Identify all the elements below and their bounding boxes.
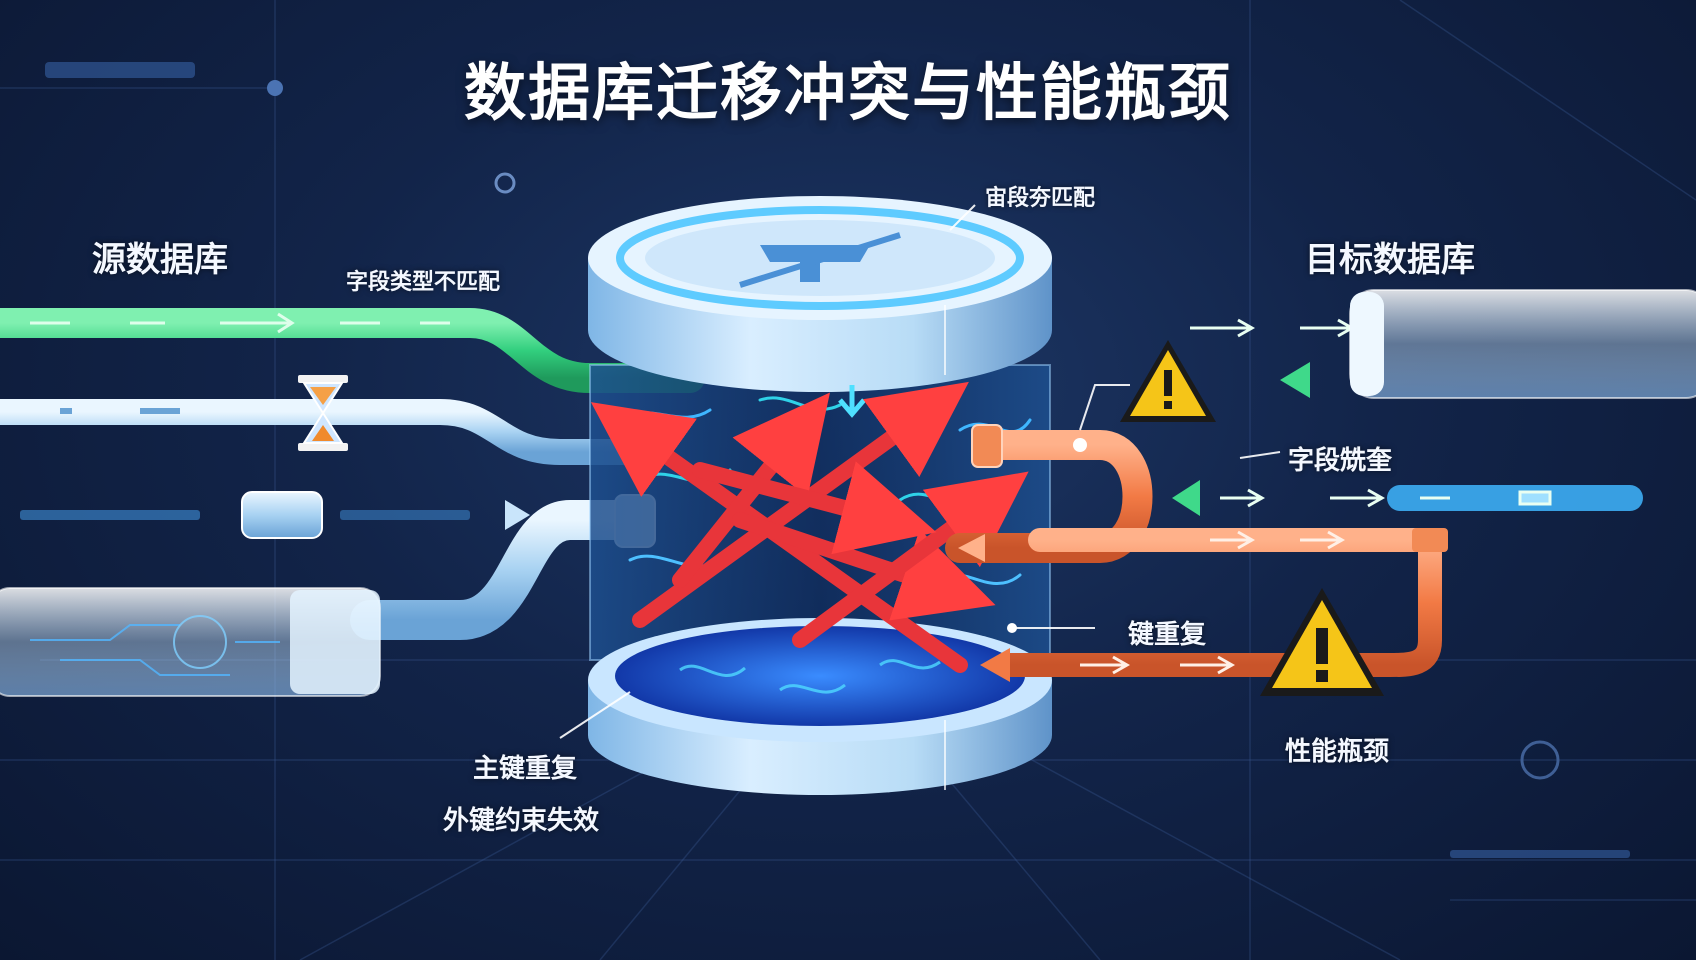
white-source-pipe-1 — [0, 399, 653, 465]
leader-lines — [559, 204, 1281, 739]
glass-tube-right-cap — [1350, 292, 1384, 396]
pipe-stripe — [140, 408, 180, 414]
mid-pipe-arrows — [1220, 488, 1552, 508]
grid-node — [494, 172, 516, 194]
green-return-arrow-icon — [1280, 362, 1310, 398]
circuit-pattern — [30, 615, 280, 676]
elbow-pipe — [350, 500, 650, 640]
target-db-label: 目标数据库 — [1305, 240, 1475, 280]
deco-bar — [45, 62, 195, 78]
green-left-arrow-icon — [1172, 480, 1200, 516]
grid-node — [1520, 740, 1560, 780]
orange-left-arrow-icon — [980, 648, 1010, 682]
pipe-stripe — [60, 408, 72, 414]
source-db-label: 源数据库 — [92, 240, 228, 280]
orange-pipe-flange — [971, 424, 1003, 468]
leader-dot — [1073, 438, 1087, 452]
key-duplicate-label: 键重复 — [1128, 620, 1207, 650]
pipe-coupling — [241, 491, 323, 539]
foreign-key-failure-label: 外键约束失效 — [443, 806, 600, 836]
orange-pipe-cap — [1412, 528, 1448, 552]
green-pipe-arrows — [30, 312, 450, 334]
green-source-pipe — [0, 308, 705, 393]
orange-left-arrow-icon — [958, 534, 985, 562]
down-arrow-icon — [838, 385, 866, 418]
hourglass-icon — [298, 375, 348, 451]
leader-dot — [1007, 623, 1017, 633]
top-conflict-label: 宙段夯匹配 — [985, 186, 1096, 211]
orange-pipe-arrows — [1080, 530, 1346, 675]
glass-tube-cap — [290, 590, 380, 694]
field-right-label: 字段兟奎 — [1288, 446, 1393, 476]
field-type-mismatch-label: 字段类型不匹配 — [346, 270, 501, 295]
pipe-stripe — [20, 510, 200, 520]
pipe-stripe — [340, 510, 470, 520]
primary-key-duplicate-label: 主键重复 — [473, 754, 578, 784]
grid-node — [267, 80, 283, 96]
pipe-end-arrow — [505, 500, 530, 530]
conflict-arrow-icon — [590, 381, 1029, 673]
deco-bar — [1450, 850, 1630, 858]
page-title: 数据库迁移冲突与性能瓶颈 — [463, 56, 1232, 129]
warning-icon — [1120, 340, 1216, 422]
performance-bottleneck-label: 性能瓶颈 — [1285, 737, 1390, 767]
glass-tube-right — [1349, 289, 1696, 399]
warning-icon — [1260, 588, 1384, 696]
